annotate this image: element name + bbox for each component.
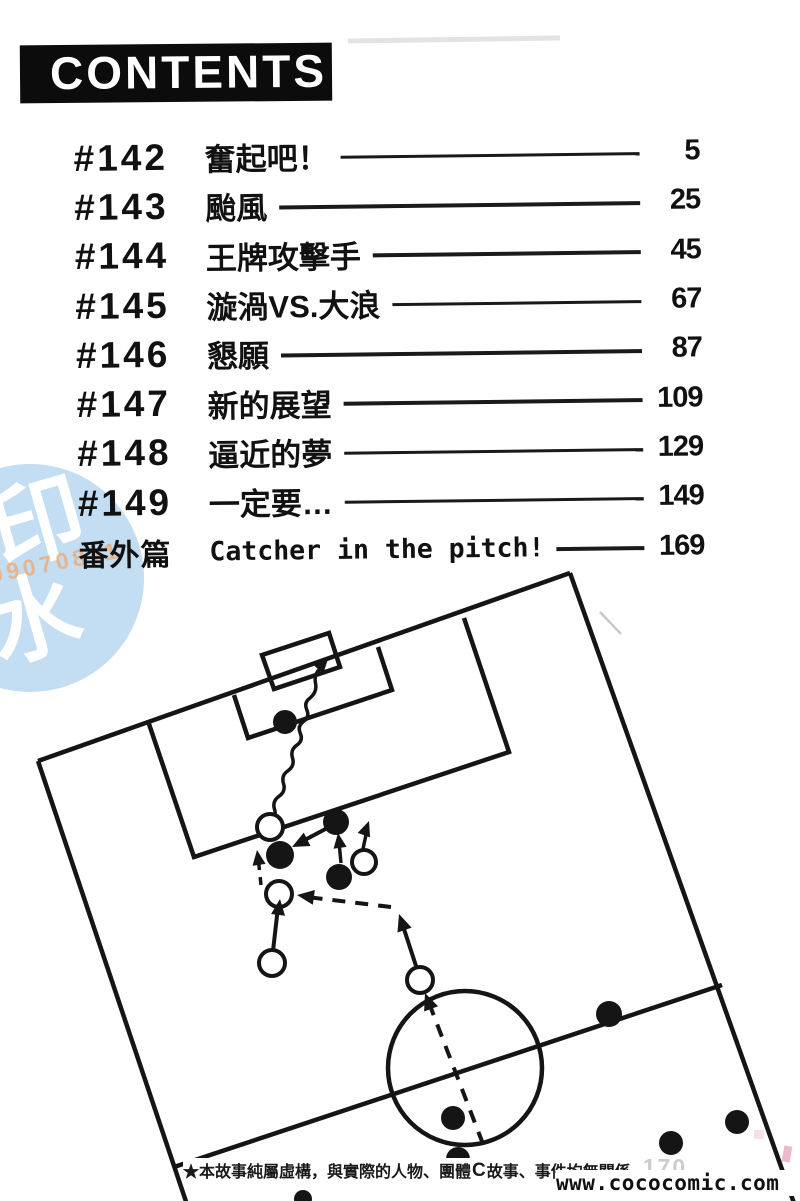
player-dark-clipped [294,1190,312,1201]
scratch-mark [599,611,622,635]
player-dark-2 [266,841,294,869]
right-sideline [567,572,796,1201]
player-dark-half [446,1147,470,1159]
toc-row: #146 懇願 87 [76,324,703,381]
site-watermark: www.cococomic.com [556,1170,800,1196]
player-dark-4 [441,1106,465,1130]
disclaimer-mark: C [472,1159,486,1181]
toc-chapter-label: 番外篇 [78,538,172,573]
toc-list: #142 奮起吧！ 5 #143 颱風 25 #144 王牌攻擊手 45 #145 漩渦VS.大浪 6… [73,126,704,577]
toc-title: 王牌攻擊手 [205,239,362,277]
toc-title: Catcher in the pitch! [209,531,545,567]
support-arrowhead [271,899,286,916]
toc-row: #144 王牌攻擊手 45 [74,225,701,282]
toc-title: 一定要… [208,486,334,523]
page-title: CONTENTS [49,44,328,100]
toc-row: #143 颱風 25 [74,176,701,233]
toc-leader-line [279,201,641,210]
toc-leader-line [372,250,641,258]
toc-chapter-label: #142 [73,136,169,179]
toc-row: #149 一定要… 149 [78,471,705,528]
run-arrow-shaft [401,925,419,970]
toc-leader-line [556,546,645,551]
scan-artifact-pink [754,1130,764,1139]
player-open-support [257,948,287,978]
toc-row: #147 新的展望 109 [76,373,703,430]
toc-title: 逼近的夢 [208,436,333,474]
up-arrow-2-head [357,821,371,838]
run-arrowhead [397,914,412,933]
run-dash-head [252,850,266,866]
toc-chapter-label: #144 [74,235,170,278]
player-dark-keeper [273,710,297,734]
toc-page-number: 25 [669,183,701,217]
toc-page-number: 67 [670,282,702,315]
toc-row: #148 逼近的夢 129 [77,422,704,479]
toc-row: #145 漩渦VS.大浪 67 [75,274,702,331]
player-open-passer [405,965,435,995]
toc-title: 新的展望 [207,387,332,425]
pass-arrow-1-shaft [306,895,392,909]
toc-leader-line [344,447,644,455]
toc-chapter-label: #146 [75,333,171,376]
player-open-mid [350,848,378,876]
toc-title: 颱風 [205,191,268,227]
toc-chapter-label: #147 [76,382,172,426]
left-sideline [35,760,189,1201]
toc-leader-line [392,299,642,307]
press-arrowhead [292,832,311,847]
player-dark-3 [326,864,352,890]
toc-page-number: 109 [656,380,703,414]
toc-row: #142 奮起吧！ 5 [73,126,700,183]
toc-page-number: 129 [657,430,704,463]
shot-arrowhead [312,656,329,674]
halfway-line [173,982,723,1170]
toc-chapter-label: #148 [76,432,172,475]
toc-title: 奮起吧！ [204,141,329,178]
toc-leader-line [343,398,643,406]
toc-page-number: 45 [670,233,701,266]
player-dark-7 [725,1110,749,1134]
toc-chapter-label: #143 [73,185,169,228]
goal-line [37,570,571,764]
player-open-shooter [255,812,285,842]
pass-arrow-2-head [424,993,439,1012]
goal-frame [259,630,343,692]
center-circle [385,988,545,1148]
toc-row: 番外篇 Catcher in the pitch! 169 [78,521,705,578]
goal-box [231,646,395,741]
toc-page-number: 5 [684,134,700,167]
player-dark-6 [659,1131,683,1155]
run-dash-shaft [256,855,263,886]
toc-leader-line [280,349,643,358]
up-arrow-1-head [333,833,347,849]
player-dark-5 [596,1001,622,1027]
toc-chapter-label: #149 [77,481,173,524]
contents-header: CONTENTS [19,42,333,104]
penalty-box [146,617,512,860]
toc-chapter-label: #145 [75,284,170,327]
disclaimer-text-left: ★本故事純屬虛構，與實際的人物、團體 [183,1163,472,1181]
player-dark-1 [323,809,349,835]
toc-leader-line [344,497,644,505]
dribble-squiggle [268,666,323,824]
toc-page-number: 87 [671,331,703,365]
pass-arrow-1-head [297,889,315,905]
toc-page-number: 149 [658,479,704,513]
pass-arrow-2-shaft [427,1002,485,1145]
toc-page-number: 169 [658,528,705,562]
toc-title: 懇願 [206,338,270,375]
toc-leader-line [340,151,640,160]
toc-title: 漩渦VS.大浪 [206,288,381,326]
